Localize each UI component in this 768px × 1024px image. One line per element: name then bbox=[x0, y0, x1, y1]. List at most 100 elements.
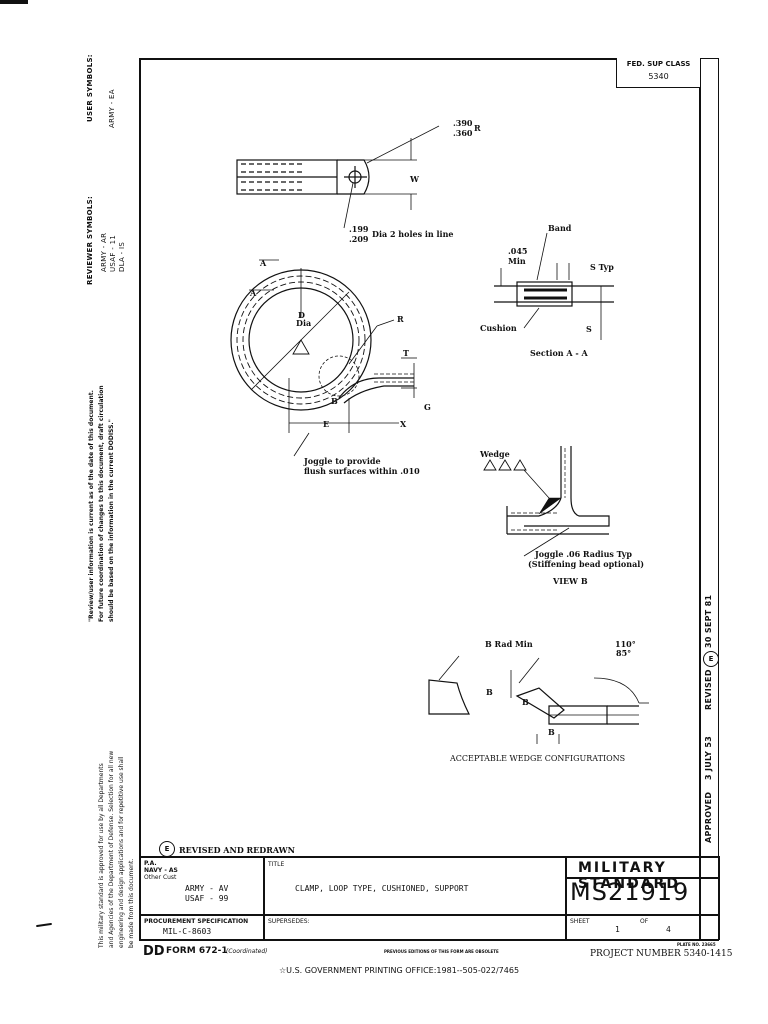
holes-note: Dia 2 holes in line bbox=[372, 229, 454, 239]
approval-line-1: This military standard is approved for u… bbox=[98, 763, 105, 948]
reviewer-line-1: ARMY - AR bbox=[100, 232, 108, 272]
angle-85: 85° bbox=[616, 648, 632, 658]
revision-letter-tb: E bbox=[164, 845, 170, 853]
reviewer-line-3: DLA - IS bbox=[118, 241, 126, 272]
label-b3: B bbox=[548, 727, 555, 737]
project-number: PROJECT NUMBER 5340-1415 bbox=[590, 949, 733, 959]
approved-label: APPROVED bbox=[704, 791, 713, 843]
of-value: 4 bbox=[666, 925, 671, 934]
revision-note: REVISED AND REDRAWN bbox=[179, 845, 295, 855]
military-standard: MILITARY STANDARD bbox=[578, 860, 680, 892]
dim-390: .390 bbox=[453, 118, 473, 128]
procurement-value: MIL-C-8603 bbox=[163, 927, 212, 936]
supersedes-label: SUPERSEDES: bbox=[268, 918, 310, 925]
section-aa-view bbox=[494, 232, 614, 340]
dim-209: .209 bbox=[349, 234, 369, 244]
procurement-label: PROCUREMENT SPECIFICATION bbox=[144, 918, 249, 925]
view-b-caption: VIEW B bbox=[553, 576, 588, 586]
revised-date: 30 SEPT 81 bbox=[704, 594, 713, 648]
label-a-mid: A bbox=[250, 288, 257, 298]
label-a-top: A bbox=[260, 258, 267, 268]
fed-sup-class-label: FED. SUP CLASS bbox=[626, 60, 691, 68]
title-label: TITLE bbox=[268, 861, 285, 868]
approval-line-2: and Agencies of the Department of Defens… bbox=[108, 750, 115, 948]
label-d: D bbox=[298, 310, 305, 320]
label-x: X bbox=[400, 419, 407, 429]
custodian-pa: P.A. bbox=[144, 860, 157, 867]
custodian-other: Other Cust bbox=[144, 874, 177, 881]
revision-row: E REVISED AND REDRAWN bbox=[139, 836, 701, 858]
dim-min: Min bbox=[508, 256, 526, 266]
margin-mark bbox=[35, 922, 53, 928]
approval-line-3: engineering and design applications and … bbox=[118, 756, 125, 948]
revision-strip bbox=[701, 58, 719, 858]
reviewer-line-2: USAF - 11 bbox=[109, 234, 117, 272]
custodian-army: ARMY - AV bbox=[185, 884, 229, 893]
form-number: FORM 672-1 bbox=[166, 946, 228, 956]
form-dd: DD bbox=[143, 944, 165, 959]
tb-mid-line bbox=[139, 914, 719, 916]
sheet-label: SHEET bbox=[570, 918, 590, 925]
ms-number: MS21919 bbox=[570, 878, 690, 906]
fed-sup-class-value: 5340 bbox=[648, 72, 669, 81]
dim-w: W bbox=[410, 174, 419, 184]
notice-line-3: should be based on the information in th… bbox=[108, 419, 115, 622]
printing-office: ☆U.S. GOVERNMENT PRINTING OFFICE:1981--5… bbox=[279, 966, 520, 975]
technical-drawing bbox=[230, 125, 649, 744]
joggle-note-b1: Joggle .06 Radius Typ bbox=[535, 549, 632, 559]
label-cushion: Cushion bbox=[480, 323, 517, 333]
section-caption: Section A - A bbox=[530, 348, 588, 358]
b-rad-min: B Rad Min bbox=[485, 639, 533, 649]
revision-circle: E bbox=[159, 841, 175, 857]
reviewer-symbols-label: REVIEWER SYMBOLS: bbox=[86, 195, 94, 285]
angle-110: 110° bbox=[615, 639, 636, 649]
user-symbols-label: USER SYMBOLS: bbox=[86, 54, 94, 122]
label-band: Band bbox=[548, 223, 572, 233]
dim-r-top: R bbox=[474, 123, 481, 133]
tb-msline bbox=[565, 877, 719, 879]
notice-line-2: For future coordination of changes to th… bbox=[98, 385, 105, 622]
joggle-note-2: flush surfaces within .010 bbox=[304, 466, 420, 476]
approved-date: 3 JULY 53 bbox=[704, 735, 713, 780]
view-b bbox=[506, 446, 610, 557]
plate-number: PLATE NO. 23665 bbox=[677, 942, 716, 947]
title-value: CLAMP, LOOP TYPE, CUSHIONED, SUPPORT bbox=[295, 884, 469, 893]
notice-line-1: "Review/user information is current as o… bbox=[88, 390, 95, 622]
loop-clamp-view bbox=[230, 259, 417, 457]
tb-right-edge bbox=[718, 856, 720, 940]
user-symbols-value: ARMY - EA bbox=[108, 89, 116, 128]
revision-letter-strip: E bbox=[708, 655, 714, 663]
label-s: S bbox=[586, 324, 592, 334]
tb-vline-1 bbox=[263, 858, 265, 940]
label-t: T bbox=[403, 348, 409, 358]
tb-vline-2 bbox=[565, 858, 567, 940]
tb-right-bottom bbox=[139, 939, 719, 941]
revised-label: REVISED bbox=[704, 669, 713, 710]
label-b: B bbox=[331, 396, 338, 406]
wedge-configurations bbox=[428, 655, 649, 744]
sheet-value: 1 bbox=[615, 925, 620, 934]
label-r: R bbox=[397, 314, 404, 324]
label-wedge: Wedge bbox=[480, 449, 510, 459]
joggle-note-1: Joggle to provide bbox=[304, 456, 381, 466]
label-b2: B bbox=[522, 697, 529, 707]
clamp-end-view bbox=[236, 125, 440, 229]
custodian-usaf: USAF - 99 bbox=[185, 894, 229, 903]
form-sub: (Coordinated) bbox=[226, 948, 268, 955]
previous-editions: PREVIOUS EDITIONS OF THIS FORM ARE OBSOL… bbox=[384, 949, 499, 954]
tb-top-line bbox=[139, 856, 719, 858]
label-g: G bbox=[424, 402, 431, 412]
label-b1: B bbox=[486, 687, 493, 697]
wedge-caption: ACCEPTABLE WEDGE CONFIGURATIONS bbox=[450, 754, 626, 763]
fed-sup-class-box: FED. SUP CLASS 5340 bbox=[616, 58, 701, 88]
approval-line-4: be made from this document. bbox=[128, 858, 135, 948]
of-label: OF bbox=[640, 918, 649, 925]
registration-mark bbox=[0, 0, 28, 4]
label-e: E bbox=[323, 419, 330, 429]
dim-360: .360 bbox=[453, 128, 473, 138]
custodian-navy: NAVY - AS bbox=[144, 867, 178, 874]
revision-letter-circle: E bbox=[703, 651, 719, 667]
dim-199: .199 bbox=[349, 224, 369, 234]
dim-045: .045 bbox=[508, 246, 528, 256]
label-dia: Dia bbox=[296, 318, 312, 328]
